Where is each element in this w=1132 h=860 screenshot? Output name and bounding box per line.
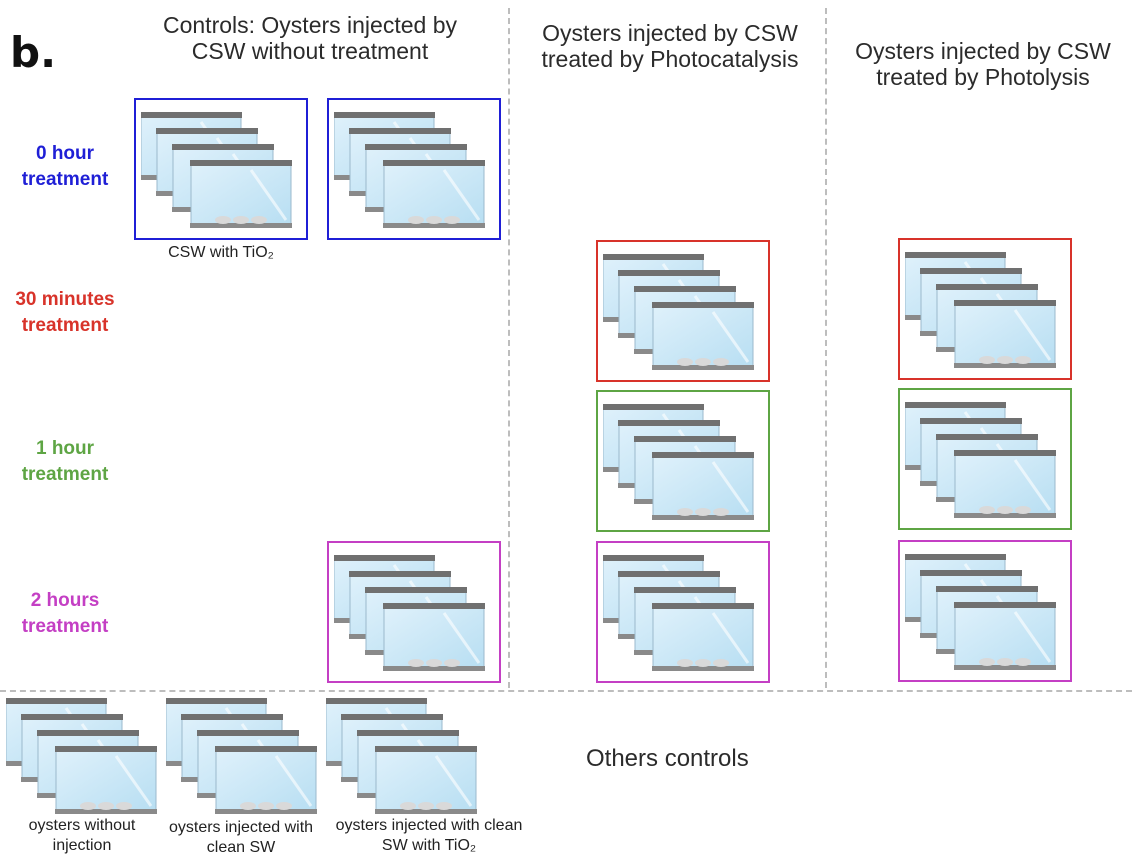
aquarium-tank-stack-icon bbox=[603, 555, 763, 673]
aquarium-tank-stack-icon bbox=[905, 402, 1065, 520]
condition-box-0h-csw-tio2 bbox=[134, 98, 308, 240]
condition-box-0h-csw bbox=[327, 98, 501, 240]
caption-clean-sw: oysters injected with clean SW bbox=[168, 819, 314, 856]
caption-clean-sw-tio2: oysters injected with clean SW with TiO₂ bbox=[335, 817, 523, 854]
column-header-photocatalysis: Oysters injected by CSW treated by Photo… bbox=[541, 20, 799, 72]
condition-box-30m-photolysis bbox=[898, 238, 1072, 380]
panel-label: b. bbox=[10, 28, 57, 77]
condition-box-2h-photolysis bbox=[898, 540, 1072, 682]
aquarium-tank-stack-icon bbox=[905, 252, 1065, 370]
column-divider-2 bbox=[825, 8, 827, 688]
aquarium-tank-stack-icon bbox=[905, 554, 1065, 672]
aquarium-tank-stack-icon bbox=[6, 698, 166, 816]
aquarium-tank-stack-icon bbox=[141, 112, 301, 230]
column-divider-1 bbox=[508, 8, 510, 688]
column-header-controls: Controls: Oysters injected by CSW withou… bbox=[162, 12, 457, 64]
condition-box-1h-photolysis bbox=[898, 388, 1072, 530]
aquarium-tank-stack-icon bbox=[603, 404, 763, 522]
aquarium-tank-stack-icon bbox=[603, 254, 763, 372]
aquarium-tank-stack-icon bbox=[334, 555, 494, 673]
others-controls-label: Others controls bbox=[586, 745, 749, 772]
condition-box-2h-csw bbox=[327, 541, 501, 683]
aquarium-tank-stack-icon bbox=[334, 112, 494, 230]
column-header-photolysis: Oysters injected by CSW treated by Photo… bbox=[855, 38, 1111, 90]
condition-box-2h-photocatalysis bbox=[596, 541, 770, 683]
condition-box-1h-photocatalysis bbox=[596, 390, 770, 532]
condition-box-30m-photocatalysis bbox=[596, 240, 770, 382]
caption-csw-tio2: CSW with TiO₂ bbox=[168, 244, 274, 261]
caption-no-injection: oysters without injection bbox=[28, 817, 136, 854]
aquarium-tank-stack-icon bbox=[166, 698, 326, 816]
aquarium-tank-stack-icon bbox=[326, 698, 486, 816]
section-divider bbox=[0, 690, 1132, 692]
